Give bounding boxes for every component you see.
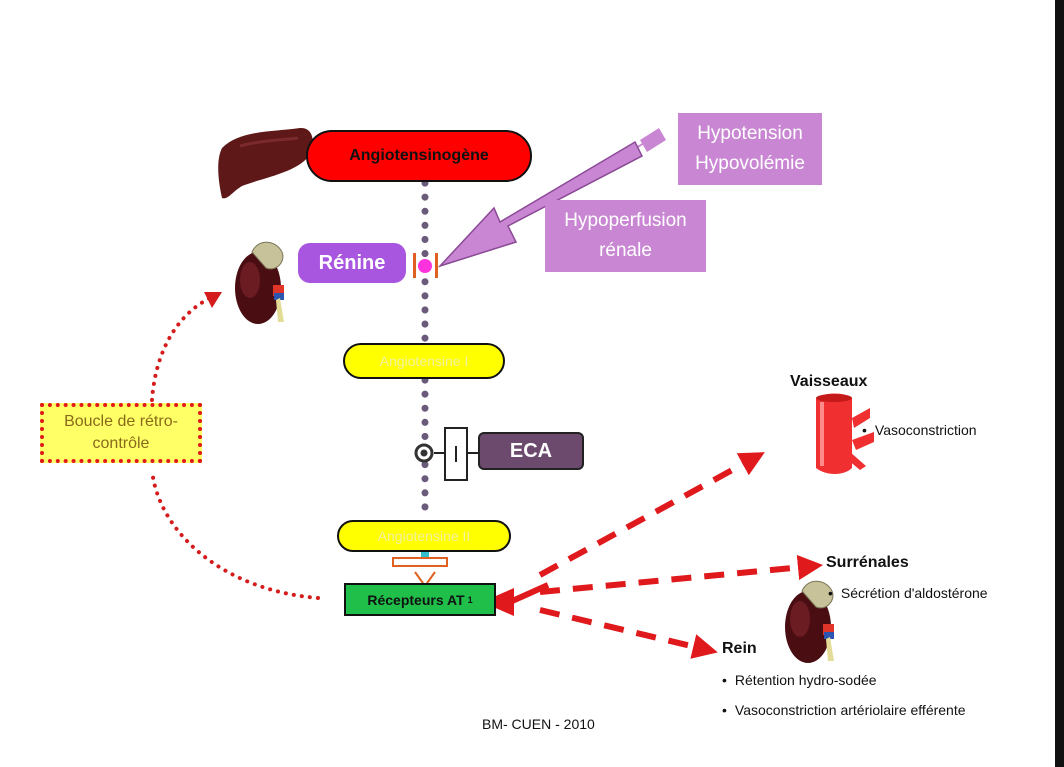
blood-vessel-icon bbox=[816, 393, 874, 474]
angiotensine1-node: Angiotensine I bbox=[343, 343, 505, 379]
renale-label: rénale bbox=[599, 240, 652, 261]
hypotension-box: Hypotension Hypovolémie bbox=[678, 113, 822, 185]
angiotensine2-label: Angiotensine II bbox=[377, 528, 471, 544]
right-frame-edge bbox=[1055, 0, 1064, 767]
liver-icon bbox=[218, 127, 313, 199]
receptor-binding-icon bbox=[392, 548, 448, 588]
rein-item-1: Rétention hydro-sodée bbox=[722, 672, 877, 688]
vaisseaux-item: Vasoconstriction bbox=[862, 422, 977, 438]
surrenales-title: Surrénales bbox=[826, 554, 909, 571]
hypoperfusion-label: Hypoperfusion bbox=[564, 210, 687, 231]
recepteurs-node: Récepteurs AT 1 bbox=[344, 583, 496, 616]
footer-credit: BM- CUEN - 2010 bbox=[482, 716, 595, 732]
rein-title: Rein bbox=[722, 640, 757, 657]
hypoperfusion-box: Hypoperfusion rénale bbox=[545, 200, 706, 272]
eca-node: ECA bbox=[478, 432, 584, 470]
renine-cleavage-site bbox=[413, 253, 438, 278]
feedback-loop-arrow bbox=[150, 292, 320, 600]
feedback-loop-box: Boucle de rétro- contrôle bbox=[40, 403, 202, 463]
renine-node: Rénine bbox=[298, 243, 406, 283]
eca-label: ECA bbox=[509, 439, 553, 462]
effect-arrows bbox=[482, 452, 824, 659]
rein-item-2: Vasoconstriction artériolaire efférente bbox=[722, 702, 966, 718]
renine-label: Rénine bbox=[318, 251, 386, 274]
kidney-icon bbox=[235, 241, 284, 324]
angiotensinogene-label: Angiotensinogène bbox=[349, 147, 489, 164]
stimulus-arrow bbox=[437, 128, 666, 268]
recepteurs-subscript: 1 bbox=[467, 594, 473, 605]
feedback-line2: contrôle bbox=[92, 435, 150, 452]
hypovolemie-label: Hypovolémie bbox=[695, 153, 805, 174]
surrenales-item: Sécrétion d'aldostérone bbox=[828, 585, 988, 601]
angiotensine1-label: Angiotensine I bbox=[379, 353, 469, 369]
inhibitor-icon bbox=[414, 427, 478, 481]
angiotensinogene-node: Angiotensinogène bbox=[306, 130, 532, 182]
hypotension-label: Hypotension bbox=[697, 123, 803, 144]
angiotensine2-node: Angiotensine II bbox=[337, 520, 511, 552]
feedback-line1: Boucle de rétro- bbox=[64, 413, 178, 430]
recepteurs-label: Récepteurs AT bbox=[367, 591, 465, 608]
vaisseaux-title: Vaisseaux bbox=[790, 373, 868, 390]
adrenal-kidney-icon bbox=[785, 580, 834, 663]
